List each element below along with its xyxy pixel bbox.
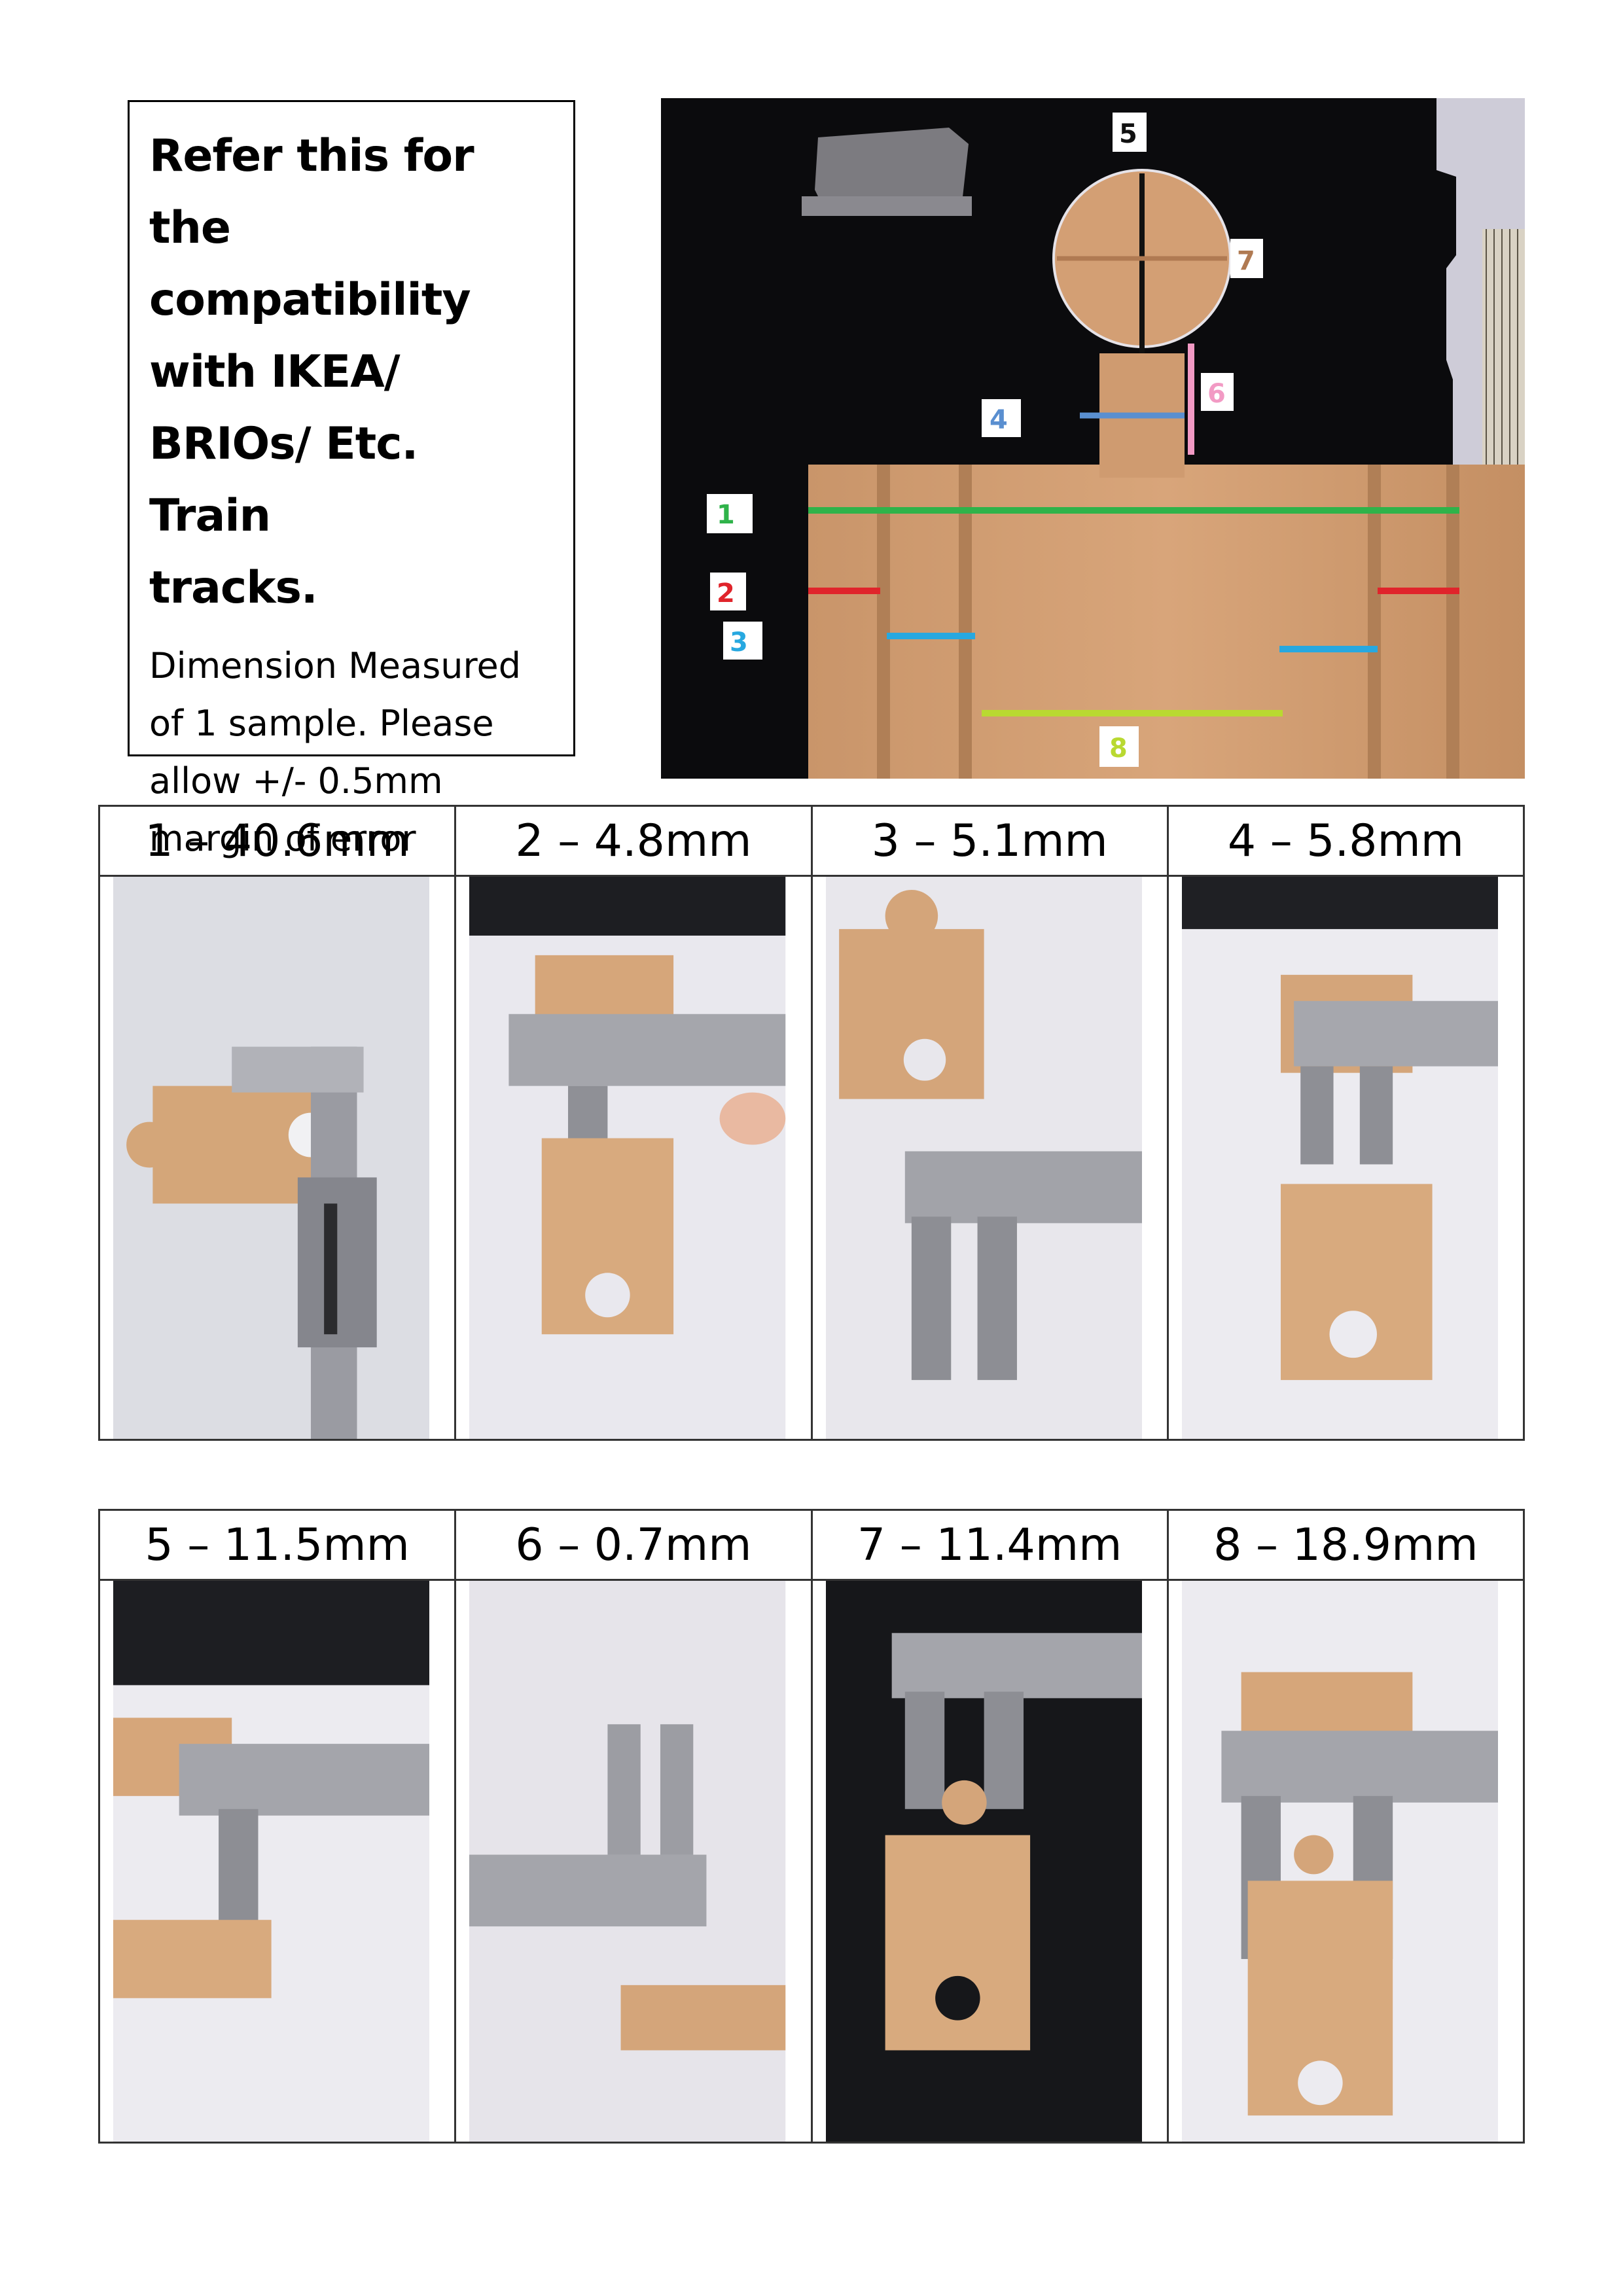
measurement-label: 2 – 4.8mm bbox=[456, 807, 813, 875]
photo-cell bbox=[1169, 877, 1523, 1439]
diagram-label-8: 8 bbox=[1099, 726, 1139, 767]
photo-cell bbox=[813, 1581, 1169, 2142]
photo-cell bbox=[100, 1581, 457, 2142]
track-diagram-svg: 5 7 6 4 1 2 3 8 bbox=[661, 98, 1525, 779]
note-body-line: Dimension Measured bbox=[149, 645, 521, 686]
diagram-label-text: 2 bbox=[717, 578, 735, 609]
note-title-line: BRIOs/ Etc. Train bbox=[149, 418, 418, 542]
diagram-label-5: 5 bbox=[1113, 113, 1147, 152]
diagram-label-7: 7 bbox=[1230, 239, 1263, 278]
measurement-label: 5 – 11.5mm bbox=[100, 1511, 457, 1579]
photo-7-caliper bbox=[825, 1581, 1142, 2142]
diagram-label-text: 5 bbox=[1119, 119, 1137, 149]
diagram-label-4: 4 bbox=[982, 399, 1021, 437]
diagram-label-text: 1 bbox=[717, 500, 735, 530]
measurement-table-2: 5 – 11.5mm 6 – 0.7mm 7 – 11.4mm 8 – 18.9… bbox=[98, 1509, 1525, 2144]
note-body-line: of 1 sample. Please bbox=[149, 703, 494, 744]
note-title-line: with IKEA/ bbox=[149, 346, 401, 398]
photo-6-caliper bbox=[469, 1581, 786, 2142]
note-title-line: Refer this for the bbox=[149, 130, 474, 254]
note-title-line: compatibility bbox=[149, 274, 471, 326]
measurement-label: 7 – 11.4mm bbox=[813, 1511, 1169, 1579]
diagram-label-text: 6 bbox=[1207, 379, 1226, 409]
caliper-edge bbox=[802, 196, 972, 216]
diagram-label-text: 7 bbox=[1237, 246, 1255, 276]
photo-4-caliper bbox=[1181, 877, 1498, 1439]
note-body: Dimension Measured of 1 sample. Please a… bbox=[149, 637, 554, 868]
photo-cell bbox=[1169, 1581, 1523, 2142]
measurement-table-1: 1 – 40.6mm 2 – 4.8mm 3 – 5.1mm 4 – 5.8mm bbox=[98, 805, 1525, 1441]
table-header-row: 1 – 40.6mm 2 – 4.8mm 3 – 5.1mm 4 – 5.8mm bbox=[100, 807, 1523, 877]
photo-5-caliper bbox=[113, 1581, 430, 2142]
note-body-line: allow +/- 0.5mm bbox=[149, 760, 443, 802]
note-title: Refer this for the compatibility with IK… bbox=[149, 120, 554, 624]
diagram-label-text: 8 bbox=[1109, 733, 1128, 764]
measurement-label: 1 – 40.6mm bbox=[100, 807, 457, 875]
track-dimension-diagram: 5 7 6 4 1 2 3 8 bbox=[661, 98, 1525, 779]
groove-line bbox=[877, 465, 890, 779]
measurement-label: 3 – 5.1mm bbox=[813, 807, 1169, 875]
photo-cell bbox=[456, 1581, 813, 2142]
table-header-row: 5 – 11.5mm 6 – 0.7mm 7 – 11.4mm 8 – 18.9… bbox=[100, 1511, 1523, 1581]
note-title-line: tracks. bbox=[149, 562, 318, 614]
photo-8-caliper bbox=[1181, 1581, 1498, 2142]
diagram-label-6: 6 bbox=[1201, 373, 1234, 411]
track-body bbox=[808, 465, 1525, 779]
groove-line bbox=[1368, 465, 1381, 779]
table-photo-row bbox=[100, 877, 1523, 1439]
diagram-label-1: 1 bbox=[707, 494, 753, 533]
groove-line bbox=[959, 465, 972, 779]
photo-1-caliper-width bbox=[113, 877, 430, 1439]
measurement-label: 6 – 0.7mm bbox=[456, 1511, 813, 1579]
photo-cell bbox=[456, 877, 813, 1439]
diagram-label-text: 4 bbox=[990, 405, 1008, 435]
photo-3-caliper bbox=[825, 877, 1142, 1439]
caliper-jaw bbox=[815, 128, 969, 209]
photo-2-caliper bbox=[469, 877, 786, 1439]
photo-cell bbox=[100, 877, 457, 1439]
photo-cell bbox=[813, 877, 1169, 1439]
table-photo-row bbox=[100, 1581, 1523, 2142]
measurement-label: 8 – 18.9mm bbox=[1213, 1519, 1478, 1571]
note-box: Refer this for the compatibility with IK… bbox=[128, 100, 575, 859]
measurement-label: 4 – 5.8mm bbox=[1227, 815, 1464, 867]
note-body-line: margin of error bbox=[149, 818, 416, 859]
diagram-label-text: 3 bbox=[730, 627, 748, 658]
groove-line bbox=[1446, 465, 1459, 779]
diagram-label-3: 3 bbox=[723, 622, 762, 660]
diagram-label-2: 2 bbox=[710, 573, 746, 610]
